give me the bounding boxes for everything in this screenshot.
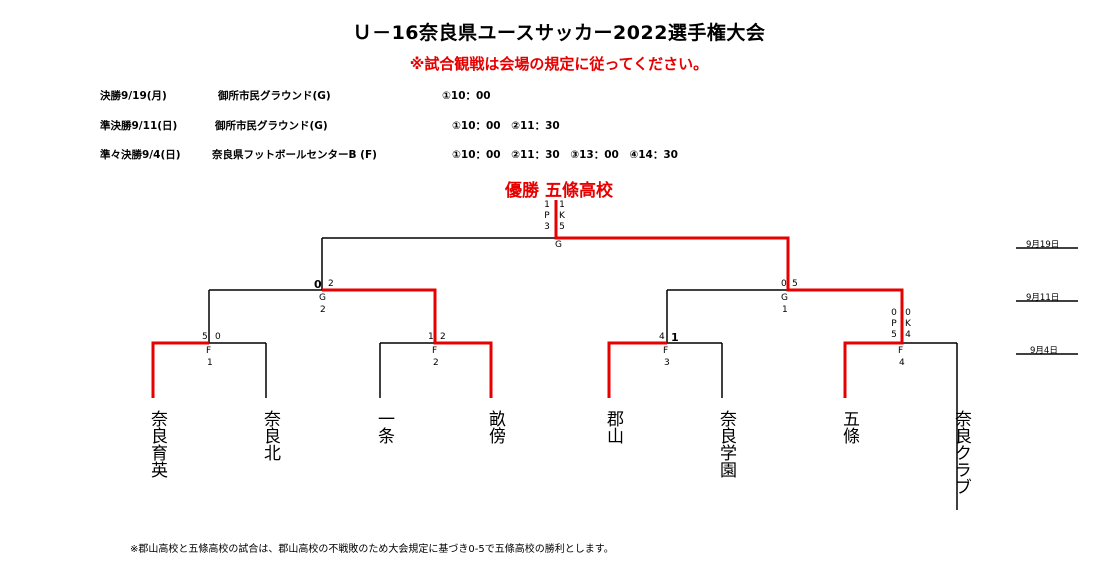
round-label-final: 9月19日 bbox=[1026, 240, 1060, 250]
winner-path bbox=[554, 200, 904, 398]
qf1-winner-path bbox=[151, 341, 209, 398]
qf2-score-left: 1 bbox=[428, 332, 434, 342]
round-label-quarter: 9月4日 bbox=[1030, 346, 1058, 356]
semi1-score-left: 0 bbox=[314, 278, 322, 291]
semi1-venue: G bbox=[319, 293, 326, 303]
team-nara-gakuen: 奈良学園 bbox=[716, 410, 736, 478]
semi1-score-right: 2 bbox=[328, 279, 334, 289]
team-nara-kita: 奈良北 bbox=[260, 410, 280, 461]
team-nara-ikuei: 奈良育英 bbox=[147, 410, 167, 478]
schedule-semi-times: ①10：00 ②11：30 bbox=[452, 120, 560, 132]
team-ichijo: 一条 bbox=[374, 410, 394, 444]
champion-label: 優勝 五條高校 bbox=[505, 181, 613, 201]
schedule-semi-round: 準決勝9/11(日) bbox=[100, 120, 178, 132]
schedule-semi-venue: 御所市民グラウンド(G) bbox=[215, 120, 328, 132]
qf3-score-right: 1 bbox=[671, 331, 679, 344]
semi2-score-right: 5 bbox=[792, 279, 798, 289]
round-label-semi: 9月11日 bbox=[1026, 293, 1060, 303]
qf1-number: 1 bbox=[207, 358, 213, 368]
team-nara-club: 奈良クラブ bbox=[951, 410, 971, 495]
qf2-number: 2 bbox=[433, 358, 439, 368]
schedule-final-venue: 御所市民グラウンド(G) bbox=[218, 90, 331, 102]
qf3-number: 3 bbox=[664, 358, 670, 368]
page-title: Ｕ－16奈良県ユースサッカー2022選手権大会 bbox=[352, 22, 766, 44]
semi2-score-left: 0 bbox=[781, 279, 787, 289]
team-koriyama: 郡山 bbox=[603, 410, 623, 444]
final-venue: G bbox=[555, 240, 562, 250]
qf3-score-left: 4 bbox=[659, 332, 665, 342]
semi2-number: 1 bbox=[782, 305, 788, 315]
footnote: ※郡山高校と五條高校の試合は、郡山高校の不戦敗のため大会規定に基づき0-5で五條… bbox=[130, 544, 614, 555]
qf1-score-right: 0 bbox=[215, 332, 221, 342]
qf2-score-right: 2 bbox=[440, 332, 446, 342]
schedule-final-round: 決勝9/19(月) bbox=[100, 90, 167, 102]
qf4-venue: F bbox=[898, 346, 904, 356]
schedule-quarter-round: 準々決勝9/4(日) bbox=[100, 149, 181, 161]
qf1-venue: F bbox=[206, 346, 212, 356]
semi1-winner-path bbox=[322, 288, 493, 398]
qf2-venue: F bbox=[432, 346, 438, 356]
qf3-venue: F bbox=[663, 346, 669, 356]
semi1-number: 2 bbox=[320, 305, 326, 315]
schedule-final-times: ①10：00 bbox=[442, 90, 491, 102]
qf4-number: 4 bbox=[899, 358, 905, 368]
team-unebi: 畝傍 bbox=[485, 410, 505, 444]
qf1-score-left: 5 bbox=[202, 332, 208, 342]
qf3-winner-path bbox=[607, 341, 667, 398]
schedule-quarter-times: ①10：00 ②11：30 ③13：00 ④14：30 bbox=[452, 149, 678, 161]
schedule-quarter-venue: 奈良県フットボールセンターB (F) bbox=[212, 149, 377, 161]
team-gojo: 五條 bbox=[839, 410, 859, 444]
viewing-notice: ※試合観戦は会場の規定に従ってください。 bbox=[409, 55, 709, 73]
semi2-venue: G bbox=[781, 293, 788, 303]
